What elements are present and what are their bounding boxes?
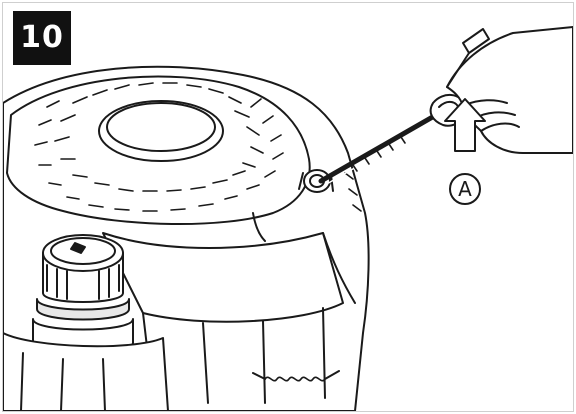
step-number-badge: 10 (13, 11, 71, 65)
dipstick-rod (318, 108, 446, 184)
oil-fill-cap (32, 234, 134, 352)
front-housing (102, 232, 344, 323)
callout-label: A (458, 177, 472, 201)
callout-circle (449, 173, 481, 205)
up-arrow (444, 98, 486, 152)
engine-dipstick-illustration: A (3, 26, 573, 411)
dipstick-tube (303, 169, 331, 193)
governor-spring (264, 376, 326, 382)
vent-slots (34, 82, 284, 212)
lever-top (462, 28, 490, 54)
engine-block (3, 332, 169, 411)
